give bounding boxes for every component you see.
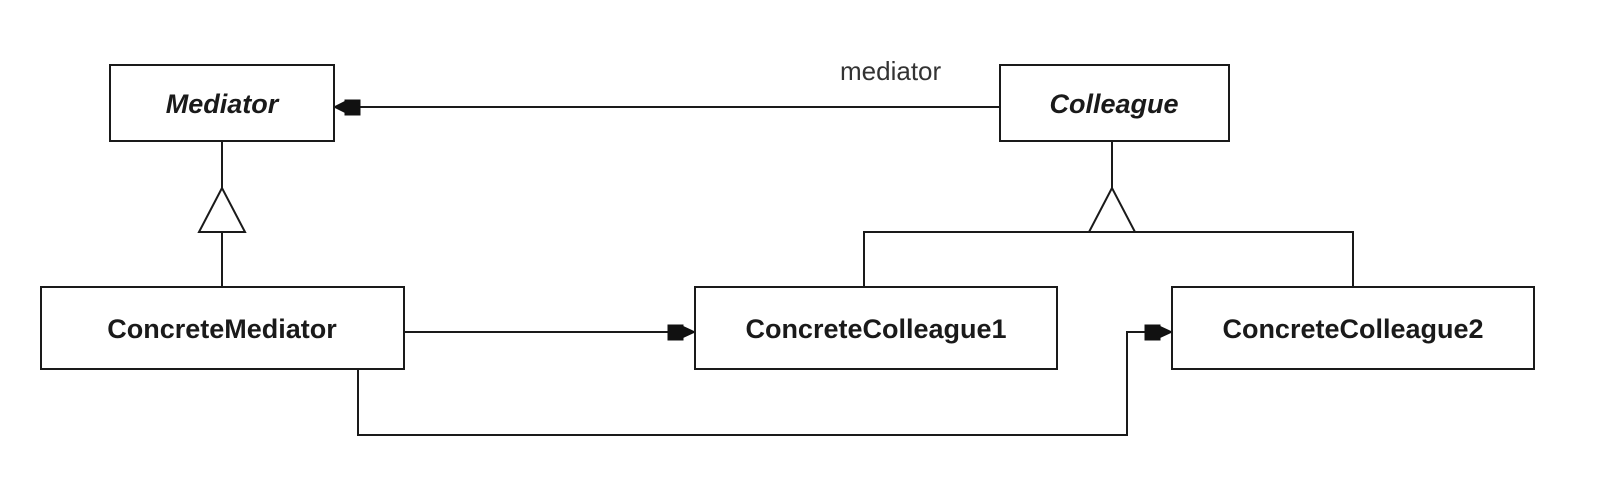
association-arrowhead-colleague2 [1144,324,1161,341]
inheritance-concrete-mediator [197,141,247,287]
association-to-concrete-colleague2 [357,324,1174,436]
role-label-mediator: mediator [840,56,941,86]
class-name-mediator: Mediator [166,89,280,119]
inheritance-triangle-mediator [197,185,247,233]
class-colleague: Colleague [999,64,1230,142]
association-arrowhead-mediator [344,99,361,116]
class-concrete-mediator: ConcreteMediator [40,286,405,370]
association-to-concrete-colleague1 [404,324,697,341]
inheritance-triangle-colleague [1087,185,1137,233]
class-name-colleague: Colleague [1049,89,1178,119]
class-concrete-colleague2: ConcreteColleague2 [1171,286,1535,370]
association-arrowhead-colleague1 [667,324,684,341]
association-arrow-tip-colleague1 [681,325,697,339]
class-mediator: Mediator [109,64,335,142]
association-arrow-tip-mediator [332,100,347,114]
class-concrete-colleague1: ConcreteColleague1 [694,286,1058,370]
association-arrow-tip-colleague2 [1158,325,1174,339]
class-name-concrete-colleague1: ConcreteColleague1 [745,314,1006,344]
inheritance-concrete-colleagues [863,141,1354,287]
association-colleague-to-mediator: mediator [332,56,1000,116]
class-name-concrete-colleague2: ConcreteColleague2 [1222,314,1483,344]
class-name-concrete-mediator: ConcreteMediator [107,314,337,344]
